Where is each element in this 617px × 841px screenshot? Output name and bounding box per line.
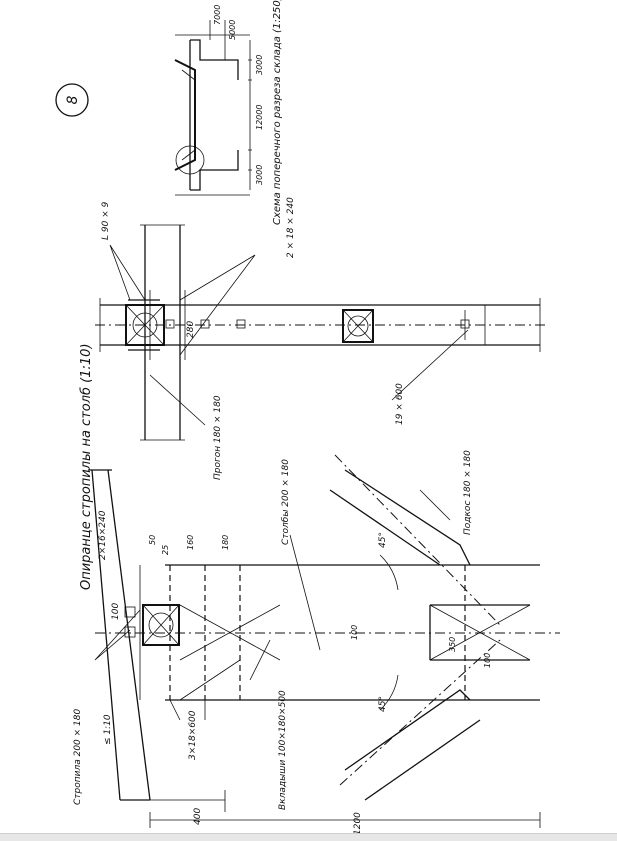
viewer-bottom-bar [0, 833, 617, 841]
elevation-view: Стропила 200 × 180 ≤ 1:10 2×16×240 100 3… [73, 450, 560, 835]
label-dim-1200: 1200 [353, 812, 363, 835]
scheme-dim-12000: 12000 [255, 105, 264, 130]
sheet-number: 8 [65, 95, 81, 104]
label-dim-100-top: 100 [111, 603, 121, 620]
label-posts: Столбы 200 × 180 [281, 459, 291, 545]
scheme-dim-5000: 5000 [228, 20, 237, 40]
scheme-dim-3000-top: 3000 [255, 55, 264, 75]
scheme-dim-3000-bottom: 3000 [255, 165, 264, 185]
label-strut: Подкос 180 × 180 [463, 450, 473, 535]
label-bolts-right: 2 × 18 × 240 [286, 197, 296, 258]
label-inserts: Вкладыши 100×180×500 [278, 690, 288, 810]
label-dim-280: 280 [186, 321, 196, 338]
main-title: Опиранце стропилы на столб (1:10) [79, 343, 94, 590]
label-purlin: Прогон 180 × 180 [213, 395, 223, 480]
cross-section-scheme: Схема поперечного разреза склада (1:250)… [174, 0, 283, 225]
label-angle-45-lower: 45° [378, 696, 388, 712]
scheme-title: Схема поперечного разреза склада (1:250) [272, 0, 283, 225]
plan-view: L 90 × 9 2 × 18 × 240 280 19 × 600 Прого… [95, 197, 545, 480]
label-dim-180: 180 [221, 535, 230, 550]
scheme-dim-7000: 7000 [213, 5, 222, 25]
label-dim-160: 160 [186, 535, 195, 550]
label-dim-350: 350 [448, 637, 457, 652]
label-dim-25: 25 [161, 545, 170, 555]
label-rafter: Стропила 200 × 180 [73, 708, 83, 805]
label-angle-45-upper: 45° [378, 532, 388, 548]
label-bolts-top: 2×16×240 [98, 510, 108, 560]
label-dim-400: 400 [193, 808, 203, 825]
label-bolt-single: 19 × 600 [395, 383, 405, 425]
sheet-number-badge: 8 [55, 83, 89, 117]
label-dim-100-strut: 100 [483, 653, 492, 668]
label-dim-50: 50 [148, 535, 157, 545]
label-dim-100-mid: 100 [350, 625, 359, 640]
label-bolts-bottom: 3×18×600 [188, 710, 198, 760]
label-slope: ≤ 1:10 [103, 714, 113, 745]
label-angle: L 90 × 9 [101, 201, 111, 240]
